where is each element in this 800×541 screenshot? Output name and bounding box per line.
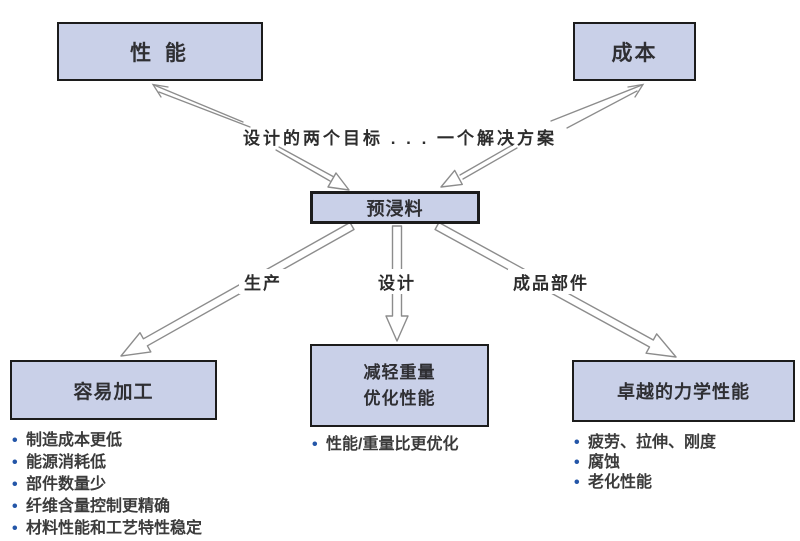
list-item: • 老化性能 [574,473,716,493]
list-item-text: 纤维含量控制更精确 [26,498,171,515]
list-item-text: 能源消耗低 [26,454,107,471]
list-item: • 疲劳、拉伸、刚度 [574,433,716,453]
arrow-caption-to-prepreg-right-icon [440,143,518,188]
easy-processing-bullet-list: • 制造成本更低 • 能源消耗低 • 部件数量少 • 纤维含量控制更精确 • 材料性能和工… [12,430,202,540]
weight-bullet-list: • 性能/重量比更优化 [312,434,458,456]
arrow-to-performance-icon [151,83,251,128]
node-performance: 性 能 [57,22,263,81]
list-item-text: 材料性能和工艺特性稳定 [26,520,203,537]
bullet-dot-icon: • [12,520,18,537]
list-item-text: 制造成本更低 [26,432,123,449]
arrow-to-cost-icon [550,83,645,129]
list-item: • 部件数量少 [12,474,202,496]
bullet-dot-icon: • [574,454,580,471]
node-prepreg-label: 预浸料 [366,198,424,219]
node-prepreg: 预浸料 [310,191,480,224]
list-item: • 腐蚀 [574,453,716,473]
bullet-dot-icon: • [12,498,18,515]
list-item-text: 疲劳、拉伸、刚度 [588,434,717,451]
arrow-prepreg-to-easy-icon [120,221,355,357]
list-item: • 性能/重量比更优化 [312,434,458,456]
list-item-text: 性能/重量比更优化 [326,436,459,453]
bullet-dot-icon: • [12,454,18,471]
list-item-text: 老化性能 [588,474,653,491]
bullet-dot-icon: • [12,476,18,493]
arrow-label-design: 设计 [373,269,421,294]
list-item-text: 腐蚀 [588,454,621,471]
node-easy-processing: 容易加工 [10,360,217,420]
bullet-dot-icon: • [312,436,318,453]
list-item: • 纤维含量控制更精确 [12,496,202,518]
design-goals-caption: 设计的两个目标 . . . 一个解决方案 [242,129,558,148]
bullet-dot-icon: • [12,432,18,449]
arrow-label-production: 生产 [239,269,287,294]
node-cost: 成本 [573,22,696,81]
arrow-label-finished-parts: 成品部件 [508,269,594,294]
bullet-dot-icon: • [574,474,580,491]
node-easy-processing-label: 容易加工 [73,381,154,403]
node-weight-line2: 优化性能 [363,388,436,408]
node-weight-performance: 减轻重量 优化性能 [310,344,489,427]
list-item: • 能源消耗低 [12,452,202,474]
bullet-dot-icon: • [574,434,580,451]
node-weight-line1: 减轻重量 [363,362,436,382]
arrow-caption-to-prepreg-left-icon [275,146,350,191]
node-performance-label: 性 能 [130,41,190,65]
mechanical-bullet-list: • 疲劳、拉伸、刚度 • 腐蚀 • 老化性能 [574,433,716,493]
list-item: • 制造成本更低 [12,430,202,452]
node-mechanical: 卓越的力学性能 [572,360,795,422]
list-item-text: 部件数量少 [26,476,107,493]
list-item: • 材料性能和工艺特性稳定 [12,518,202,540]
node-cost-label: 成本 [611,41,658,65]
node-mechanical-label: 卓越的力学性能 [617,382,750,402]
